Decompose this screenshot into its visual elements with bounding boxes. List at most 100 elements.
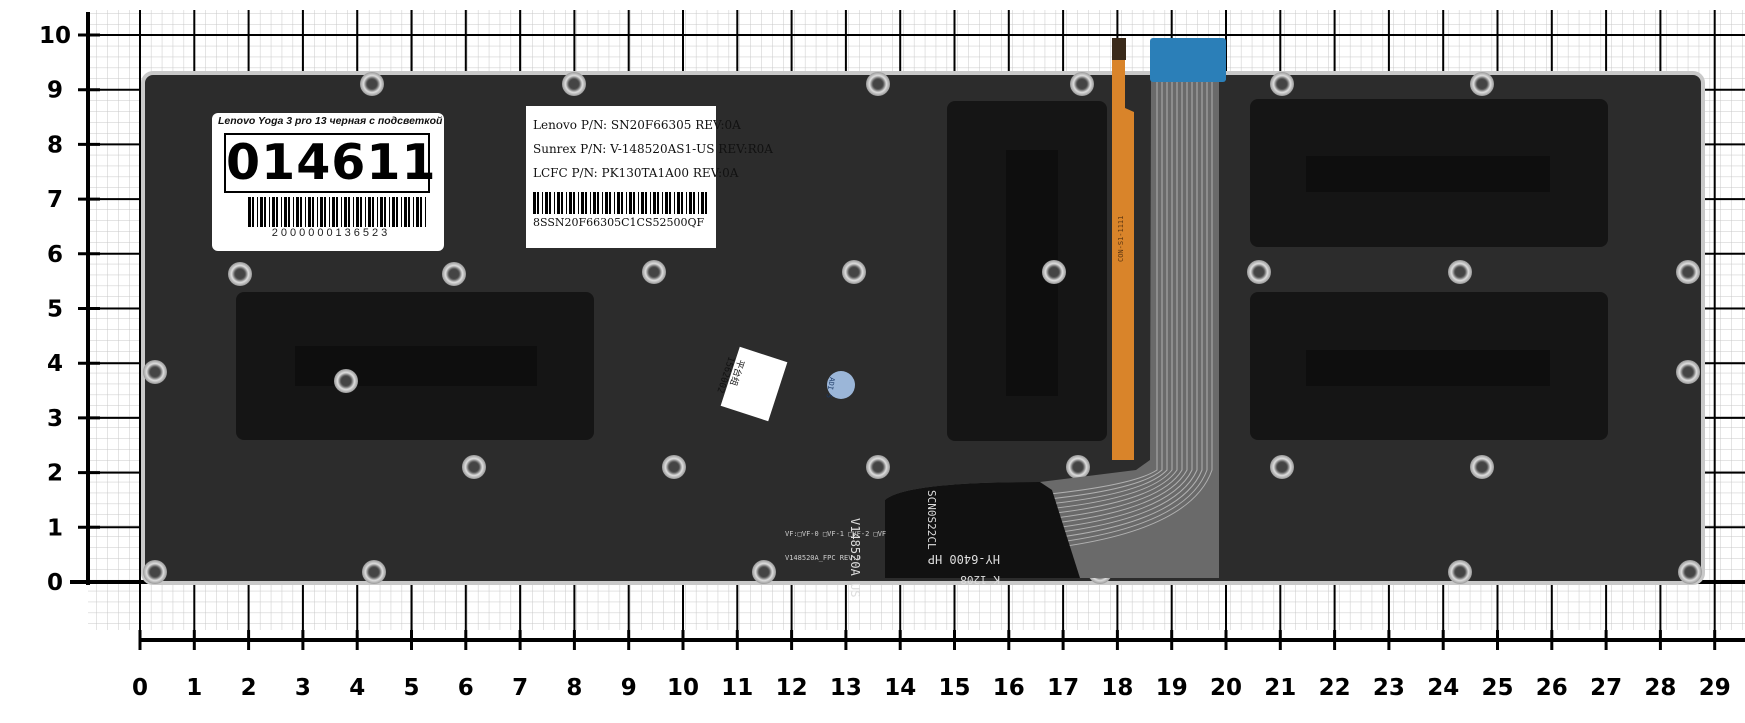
barcode-bar [542,192,543,214]
barcode-bar [662,192,663,214]
barcode-bar [348,197,350,227]
barcode-bar [384,197,386,227]
barcode-bar [549,192,551,214]
barcode-bar [425,197,426,227]
x-tick-label: 19 [1156,675,1188,701]
barcode-bar [252,197,254,227]
barcode-bar [701,192,704,214]
x-tick-label: 22 [1319,675,1351,701]
y-tick-label: 2 [47,461,63,487]
barcode-bar [590,192,591,214]
screw-hole [1455,267,1465,277]
screw-hole [469,462,479,472]
barcode-bar [368,197,371,227]
screw-hole [873,79,883,89]
barcode-bar [641,192,644,214]
barcode-bar [602,192,603,214]
screws [143,72,1702,584]
foam-pad-right-bottom-slot [1306,350,1550,386]
barcode-bar [404,197,407,227]
barcode-bar [269,197,270,227]
barcode-bar [356,197,359,227]
barcode-bar [545,192,548,214]
x-tick-label: 12 [776,675,808,701]
x-tick-label: 1 [186,675,202,701]
x-tick-label: 27 [1590,675,1622,701]
screw-hole [150,367,160,377]
screw-hole [150,567,160,577]
barcode-bar [260,197,263,227]
small-sticker [720,346,788,422]
screw-hole [367,79,377,89]
barcode-bar [257,197,258,227]
x-tick-label: 4 [349,675,365,701]
x-tick-label: 21 [1264,675,1296,701]
x-tick-label: 16 [993,675,1025,701]
barcode-bar [312,197,314,227]
barcode-bar [657,192,659,214]
x-tick-label: 28 [1644,675,1676,701]
screw-hole [1254,267,1264,277]
barcode-bar [585,192,587,214]
barcode-bar [573,192,575,214]
barcode-bar [365,197,366,227]
x-tick-label: 7 [512,675,528,701]
fpc-date-label: K 1208 [960,573,1000,586]
barcode-bar [705,192,707,214]
x-tick-label: 10 [667,675,699,701]
barcode-bar [276,197,278,227]
pn-line-sunrex: Sunrex P/N: V-148520AS1-US REV:R0A [533,142,773,156]
barcode-bar [681,192,683,214]
barcode-bar [566,192,567,214]
screw-hole [1049,267,1059,277]
silk-label: VF:□VF-0 □VF-1 □VF-2 □VF [785,530,887,538]
barcode-bar [645,192,647,214]
barcode-bar [621,192,623,214]
item-ean: 2000000136523 [271,227,391,239]
barcode-bar [305,197,306,227]
screw-hole [1277,79,1287,89]
item-code: 014611 [224,133,437,193]
barcode-bar [324,197,326,227]
screw-hole [1685,567,1695,577]
screw-hole [235,269,245,279]
screw-hole [649,267,659,277]
barcode-bar [561,192,563,214]
y-tick-label: 0 [47,570,63,596]
barcode-bar [272,197,275,227]
barcode-bar [296,197,299,227]
screw-hole [1477,462,1487,472]
x-tick-label: 14 [884,675,916,701]
fpc-rev-label: V148520A_FPC REV:D [785,554,861,562]
barcode-bar [578,192,579,214]
x-tick-label: 3 [295,675,311,701]
barcode-bar [677,192,680,214]
barcode-bar [248,197,251,227]
x-tick-label: 17 [1047,675,1079,701]
barcode-bar [614,192,615,214]
x-tick-label: 24 [1427,675,1459,701]
flex-code-label: CON-S1-1111 [1117,215,1125,262]
foam-pad-right-top-slot [1306,156,1550,192]
pn-line-lenovo: Lenovo P/N: SN20F66305 REV:0A [533,118,741,132]
x-tick-label: 18 [1101,675,1133,701]
barcode-bar [329,197,330,227]
x-tick-label: 9 [621,675,637,701]
x-tick-label: 2 [241,675,257,701]
barcode-bar [377,197,378,227]
barcode-bar [264,197,266,227]
x-tick-label: 0 [132,675,148,701]
barcode-bar [380,197,383,227]
barcode-bar [308,197,311,227]
barcode-bar [557,192,560,214]
barcode-bar [284,197,287,227]
barcode-bar [605,192,608,214]
x-tick-label: 6 [458,675,474,701]
foam-pad-left-slot [295,346,537,386]
screw-hole [1077,79,1087,89]
y-tick-label: 7 [47,187,63,213]
barcode-bar [353,197,354,227]
screw-hole [1683,367,1693,377]
barcode-bar [396,197,398,227]
